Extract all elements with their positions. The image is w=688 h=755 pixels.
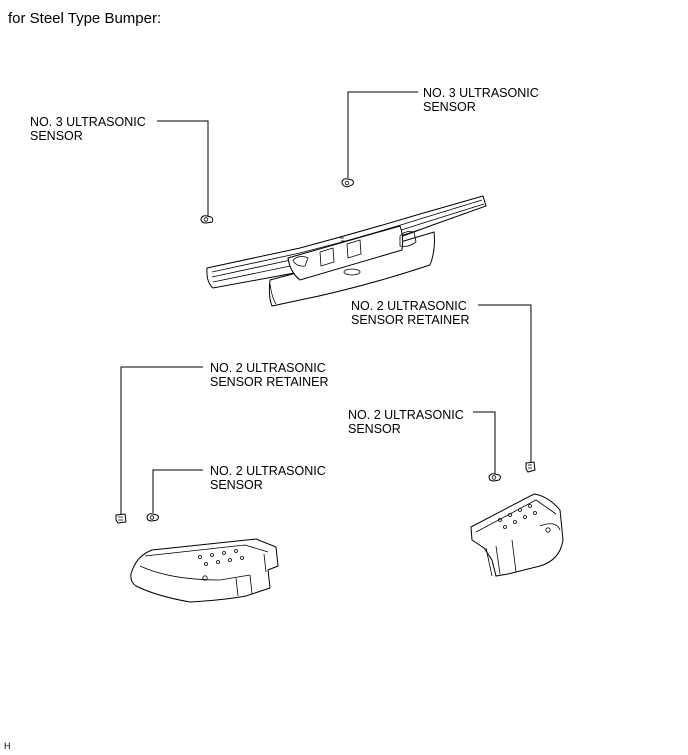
leader-lines <box>120 91 532 514</box>
label-no2-sensor-left: NO. 2 ULTRASONIC SENSOR <box>210 464 326 492</box>
center-bumper-part <box>206 195 487 307</box>
no3-sensor-left-part <box>200 215 214 224</box>
label-line: SENSOR RETAINER <box>351 313 470 327</box>
no2-sensor-right-part <box>488 473 501 482</box>
figure-id: H <box>4 741 11 751</box>
label-line: NO. 2 ULTRASONIC <box>210 361 326 375</box>
right-bumper-holes <box>498 504 551 533</box>
leader-no2-retainer-right <box>478 304 532 462</box>
label-line: NO. 2 ULTRASONIC <box>351 299 467 313</box>
label-line: SENSOR RETAINER <box>210 375 329 389</box>
label-no2-retainer-right: NO. 2 ULTRASONIC SENSOR RETAINER <box>351 299 470 327</box>
left-side-bumper-part <box>130 538 279 603</box>
leader-no2-sensor-right <box>473 411 496 474</box>
label-no3-sensor-left: NO. 3 ULTRASONIC SENSOR <box>30 115 146 143</box>
label-line: NO. 2 ULTRASONIC <box>348 408 464 422</box>
left-bumper-holes <box>198 549 244 581</box>
leader-no2-sensor-left <box>152 469 203 513</box>
label-line: SENSOR <box>30 129 83 143</box>
label-line: SENSOR <box>348 422 401 436</box>
label-line: NO. 3 ULTRASONIC <box>423 86 539 100</box>
label-line: NO. 2 ULTRASONIC <box>210 464 326 478</box>
leader-no3-sensor-right <box>347 91 418 178</box>
label-no2-sensor-right: NO. 2 ULTRASONIC SENSOR <box>348 408 464 436</box>
no2-sensor-left-part <box>146 513 159 522</box>
label-line: SENSOR <box>210 478 263 492</box>
label-line: NO. 3 ULTRASONIC <box>30 115 146 129</box>
no3-sensor-right-part <box>341 178 354 188</box>
no2-retainer-left-part <box>115 513 127 524</box>
label-no2-retainer-left: NO. 2 ULTRASONIC SENSOR RETAINER <box>210 361 329 389</box>
right-side-bumper-part <box>470 493 564 577</box>
leader-no2-retainer-left <box>120 366 203 514</box>
label-no3-sensor-right: NO. 3 ULTRASONIC SENSOR <box>423 86 539 114</box>
no2-retainer-right-part <box>525 461 536 473</box>
diagram-caption: for Steel Type Bumper: <box>8 10 162 27</box>
label-line: SENSOR <box>423 100 476 114</box>
leader-no3-sensor-left <box>157 120 209 216</box>
